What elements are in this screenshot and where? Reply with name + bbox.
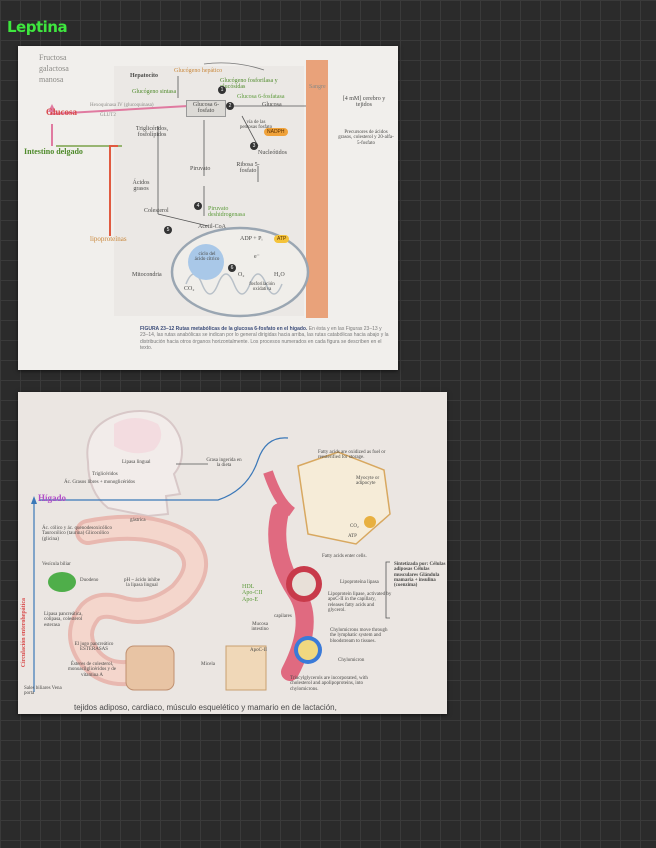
h2o-label: H₂O xyxy=(274,272,285,278)
step3-text: Lipoprotein lipase, activated by apoC-II… xyxy=(328,592,392,613)
sangre-bar xyxy=(306,60,328,318)
glucogeno-hepatico-label: Glucógeno hepático xyxy=(174,68,222,74)
myocyte-label: Myocyte or adipocyte xyxy=(356,476,394,487)
lipasa-lingual-label: Lipasa lingual xyxy=(122,460,150,465)
gallbladder-shape xyxy=(48,572,76,592)
ciclo-label: ciclo del ácido cítrico xyxy=(194,252,220,263)
lipasa-pancreatica-label: Lipasa pancreática, colipasa, colesterol… xyxy=(44,612,84,628)
step-number: 2 xyxy=(226,102,234,110)
o2-label: O₂ xyxy=(238,272,244,278)
acidos-grasos-2-label: Ác. Grasos libres + monoglicéridos xyxy=(64,480,135,485)
circulacion-label: Circulación enterohepática xyxy=(21,598,27,667)
page-title: Leptina xyxy=(7,18,67,36)
glucogeno-fosforilasa-label: Glucógeno fosforilasa y glucósidas xyxy=(220,78,290,91)
trigliceridos-2-label: Triglicéridos xyxy=(92,472,118,477)
gastrica-label: gástrica xyxy=(130,518,146,523)
caption-title: FIGURA 23–12 Rutas metabólicas de la glu… xyxy=(140,326,307,332)
sintetizada-label: Sintetizada por: Células adiposas Célula… xyxy=(394,562,446,588)
mucosa-label: Mucosa intestino xyxy=(246,622,274,633)
jugo-pancreatico-label: El jugo pancreático ESTERASAS xyxy=(66,642,122,653)
step-number: 4 xyxy=(194,202,202,210)
cerebro-label: [4 mM] cerebro y tejidos xyxy=(336,96,392,109)
figure-caption: FIGURA 23–12 Rutas metabólicas de la glu… xyxy=(140,326,390,351)
glucose-pathways-photo: Fructosa galactosa manosa Hepatocito Glu… xyxy=(18,46,398,370)
hdl-label: HDL Apo-CII Apo-E xyxy=(242,584,266,603)
glucosa-right-label: Glucosa xyxy=(262,102,282,108)
step1-text: Triacylglycerols are incorporated, with … xyxy=(290,676,390,692)
ph-label: pH ~ ácido inhibe la lipasa lingual xyxy=(122,578,162,589)
sugar-label-2: galactosa xyxy=(39,65,69,73)
step6-text: Fatty acids are oxidized as fuel or rees… xyxy=(318,450,388,461)
sales-biliares-label: Ác. cólico y ác. quenodesoxicólico Tauro… xyxy=(42,526,120,542)
glucosa-left-label: Glucosa xyxy=(46,108,77,117)
lactato-label: Precursores de ácidos grasos, colesterol… xyxy=(338,130,394,146)
hepatocito-label: Hepatocito xyxy=(130,73,158,79)
step5-text: Fatty acids enter cells. xyxy=(322,554,367,559)
atp-2-label: ATP xyxy=(348,534,357,539)
colesterol-label: Colesterol xyxy=(144,208,169,214)
sugar-label-3: manosa xyxy=(39,76,63,84)
grasa-ingerida-label: Grasa ingerida en la dieta xyxy=(204,458,244,469)
nucleotidos-label: Nucleótidos xyxy=(258,150,287,156)
capilares-label: capilares xyxy=(274,614,292,619)
ribosa-label: Ribosa 5-fosfato xyxy=(230,162,266,175)
glut2-label: GLUT2 xyxy=(100,113,116,118)
step-number: 6 xyxy=(228,264,236,272)
piruvato-deshidrogenasa-label: Piruvato deshidrogenasa xyxy=(208,206,258,219)
glucogeno-sintasa-label: Glucógeno sintasa xyxy=(132,89,176,95)
bottom-text: tejidos adiposo, cardiaco, músculo esque… xyxy=(74,703,337,712)
intestino-label: Intestino delgado xyxy=(24,148,83,156)
trigliceridos-label: Triglicéridos, fosfolípidos xyxy=(122,126,182,139)
co2-label: CO₂ xyxy=(184,286,194,292)
mitocondria-label: Mitocondria xyxy=(132,272,162,278)
esteres-label: Ésteres de colesterol, monoacilglicérido… xyxy=(62,662,122,678)
chylomicron-label: Chylomicron xyxy=(338,658,364,663)
fosforilacion-label: fosforilación oxidativa xyxy=(244,282,280,293)
co2-2-label: CO₂ xyxy=(350,524,359,529)
micela-label: Micela xyxy=(190,662,226,667)
apoc2-label: ApoC-II xyxy=(250,648,267,653)
lipid-digestion-photo: Lipasa lingual Grasa ingerida en la diet… xyxy=(18,392,447,714)
atp-badge: ATP xyxy=(274,235,289,243)
adp-label: ADP + Pᵢ xyxy=(240,236,262,242)
nadph-badge: NADPH xyxy=(264,128,288,136)
vesicula-label: Vesícula biliar xyxy=(42,562,71,567)
electron-label: e⁻ xyxy=(254,254,260,260)
step-number: 3 xyxy=(250,142,258,150)
sales-vena-label: Sales biliares Vena porta xyxy=(24,686,72,697)
step4-text: Lipoproteína lipasa xyxy=(340,580,379,585)
sangre-label: Sangre xyxy=(309,84,326,90)
acetil-coa-label: Acetil-CoA xyxy=(198,224,226,230)
glucosa-6-fosfato-box: Glucosa 6-fosfato xyxy=(186,100,226,117)
piruvato-label: Piruvato xyxy=(190,166,210,172)
lipoproteinas-label: lipoproteínas xyxy=(90,236,127,243)
higado-label: Hígado xyxy=(38,494,66,503)
step-number: 5 xyxy=(164,226,172,234)
sugar-label-1: Fructosa xyxy=(39,54,67,62)
glucosa-6-fosfatasa-label: Glucosa 6-fosfatasa xyxy=(237,94,284,100)
step-number: 1 xyxy=(218,86,226,94)
step2-text: Chylomicrons move through the lymphatic … xyxy=(330,628,390,644)
acidos-grasos-label: Ácidos grasos xyxy=(126,180,156,193)
hexoquinasa-label: Hexoquinasa IV (glucoquinasa) xyxy=(90,103,154,108)
duodeno-label: Duodeno xyxy=(80,578,98,583)
